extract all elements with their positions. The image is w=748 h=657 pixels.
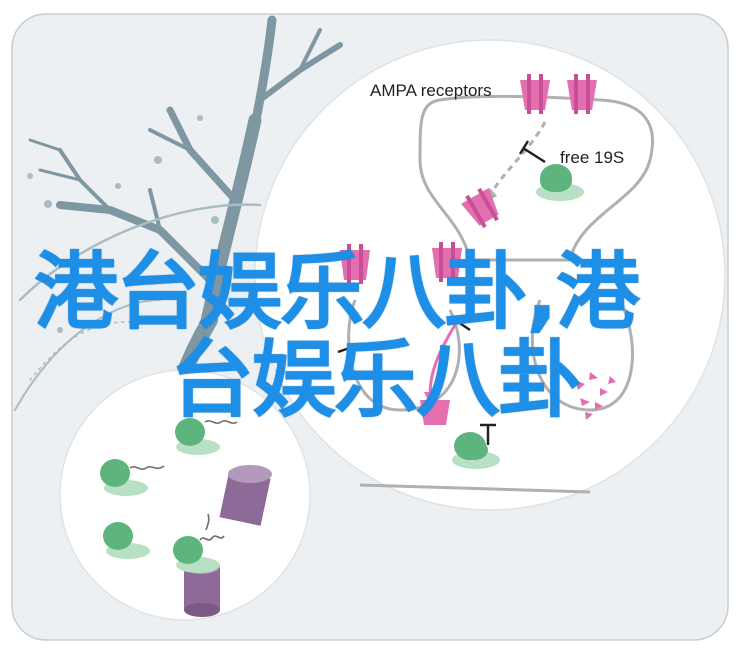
neuron-thin-branches [14, 203, 262, 411]
ampa-receptors-label: AMPA receptors [370, 81, 492, 100]
degraded-fragments [575, 372, 616, 420]
inhibition-mark-lower [480, 423, 496, 445]
subunit-left-3 [103, 522, 150, 559]
ampa-receptor-top-2 [567, 74, 597, 114]
vesicle-pocket-left [347, 299, 461, 412]
vesicle-pocket-right [530, 299, 634, 412]
subunit-left-2 [100, 459, 148, 496]
synapse-zoom-circle [254, 39, 726, 511]
subunit-left-1 [175, 418, 220, 455]
ampa-receptor-mid-1 [340, 244, 370, 284]
inhibition-mark-mid [337, 318, 471, 354]
recycling-arrowhead [424, 392, 437, 404]
ampa-receptor-mid-2 [432, 242, 462, 282]
overlay-title-line-2: 台娱乐八卦 [170, 331, 582, 429]
overlay-title-line-1: 港台娱乐八卦,港 [34, 243, 640, 341]
free-19s-label: free 19S [560, 148, 624, 167]
internalization-arrow [488, 121, 547, 196]
free-19s-subunit [536, 164, 584, 201]
recycling-arrow [428, 324, 457, 396]
proteasome-cylinder-1 [219, 465, 272, 526]
spine-dots [27, 115, 219, 333]
membrane-baseline [359, 483, 591, 494]
polyubiquitin-chains [129, 420, 238, 541]
ampa-receptor-top-1 [520, 74, 550, 114]
postsynaptic-membrane [418, 94, 655, 262]
ampa-receptor-lower [420, 400, 450, 425]
subunit-lower-center [452, 432, 500, 469]
internalized-receptor [461, 187, 499, 229]
inhibition-mark [518, 140, 546, 164]
subunit-left-4 [173, 536, 220, 573]
